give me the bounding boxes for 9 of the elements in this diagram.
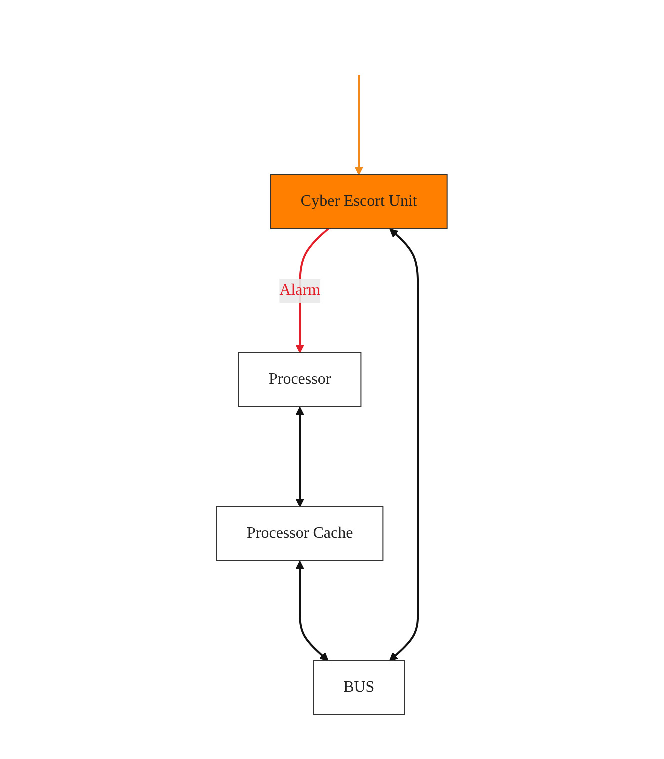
node-box: BUS [312,660,406,715]
node-box: Processor [238,352,362,407]
arrow [354,74,364,175]
node-box: Cyber Escort Unit [270,174,448,229]
arrow [296,560,329,661]
arrow [389,228,419,661]
arrow [296,406,304,507]
node-box: Processor Cache [216,506,384,561]
edge-label: Alarm [279,282,320,299]
